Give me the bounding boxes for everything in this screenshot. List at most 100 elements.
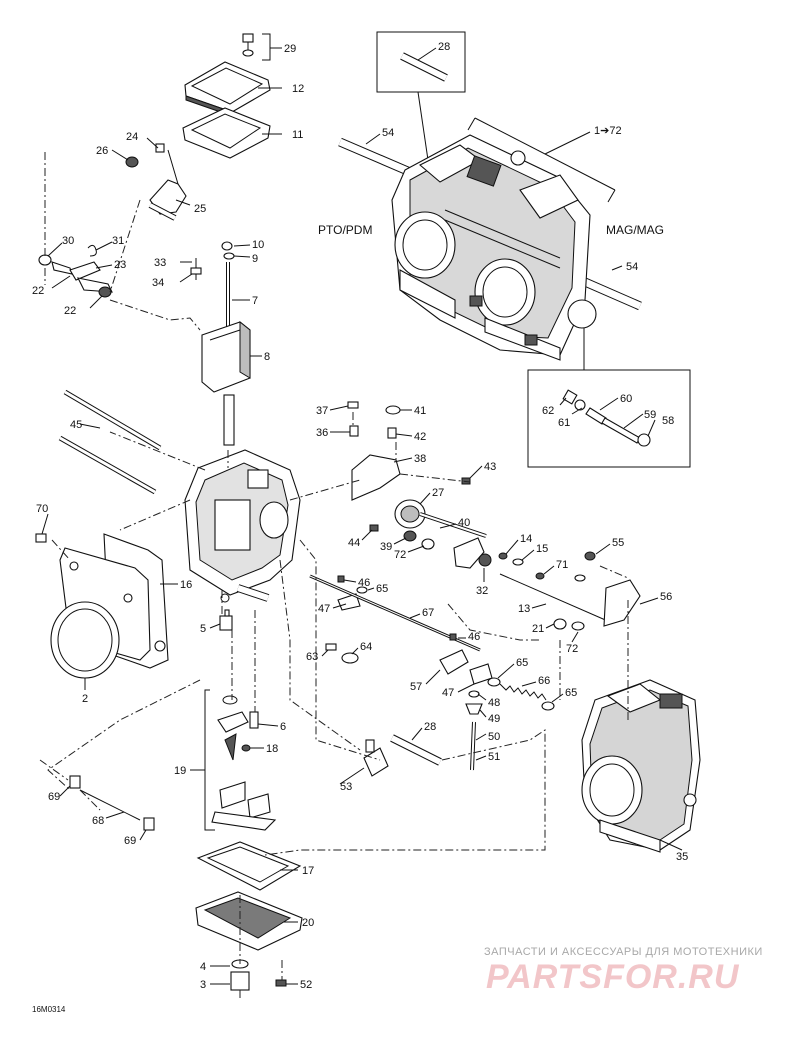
- callout-17: 17: [302, 865, 314, 877]
- leader-lines: [41, 47, 683, 985]
- callout-48: 48: [488, 697, 500, 709]
- callout-53: 53: [340, 781, 352, 793]
- callout-51: 51: [488, 751, 500, 763]
- linkage-group: [38, 244, 113, 298]
- callout-65-a: 65: [376, 583, 388, 595]
- callout-numbers: 29 12 11 28 54 1➔72 24 26 25 30 31 23 22…: [32, 41, 688, 991]
- callout-32: 32: [476, 585, 488, 597]
- callout-38: 38: [414, 453, 426, 465]
- callout-16: 16: [180, 579, 192, 591]
- callout-54-right: 54: [626, 261, 638, 273]
- callout-71: 71: [556, 559, 568, 571]
- callout-65-c: 65: [565, 687, 577, 699]
- callout-47-b: 47: [442, 687, 454, 699]
- callout-70: 70: [36, 503, 48, 515]
- callout-15: 15: [536, 543, 548, 555]
- callout-21: 21: [532, 623, 544, 635]
- watermark-logo: PARTSFOR.RU: [486, 958, 740, 996]
- callout-66: 66: [538, 675, 550, 687]
- callout-41: 41: [414, 405, 426, 417]
- callout-6: 6: [280, 721, 286, 733]
- callout-37: 37: [316, 405, 328, 417]
- callout-33: 33: [154, 257, 166, 269]
- fittings-69-68: [69, 775, 155, 831]
- callout-44: 44: [348, 537, 360, 549]
- callout-56: 56: [660, 591, 672, 603]
- callout-20: 20: [302, 917, 314, 929]
- callout-46-a: 46: [358, 577, 370, 589]
- throttle-lever-group: [125, 143, 187, 221]
- twin-carburetor-assembly: [338, 31, 642, 370]
- callout-61: 61: [558, 417, 570, 429]
- long-bolts-45: [58, 389, 162, 495]
- callout-28-top: 28: [438, 41, 450, 53]
- float-bowl-group: [195, 841, 303, 991]
- callout-40: 40: [458, 517, 470, 529]
- callout-68: 68: [92, 815, 104, 827]
- callout-43: 43: [484, 461, 496, 473]
- callout-31: 31: [112, 235, 124, 247]
- callout-72-a: 72: [394, 549, 406, 561]
- callout-22-b: 22: [64, 305, 76, 317]
- callout-26: 26: [96, 145, 108, 157]
- callout-35: 35: [676, 851, 688, 863]
- callout-34: 34: [152, 277, 164, 289]
- part-8-slide: [201, 320, 251, 446]
- callout-1-72: 1➔72: [594, 125, 622, 137]
- callout-28-bottom: 28: [424, 721, 436, 733]
- callout-19: 19: [174, 765, 186, 777]
- callout-52: 52: [300, 979, 312, 991]
- callout-57: 57: [410, 681, 422, 693]
- mixture-screw-inset: [527, 369, 691, 468]
- callout-24: 24: [126, 131, 138, 143]
- needle-group: [190, 241, 235, 330]
- callout-7: 7: [252, 295, 258, 307]
- callout-13: 13: [518, 603, 530, 615]
- callout-11: 11: [292, 129, 303, 141]
- part-28-pin: [400, 52, 448, 82]
- watermark-tagline: ЗАПЧАСТИ И АКСЕССУАРЫ ДЛЯ МОТОТЕХНИКИ: [484, 946, 763, 958]
- callout-8: 8: [264, 351, 270, 363]
- callout-63: 63: [306, 651, 318, 663]
- callout-67: 67: [422, 607, 434, 619]
- air-inlet-group: [35, 533, 169, 679]
- callout-45: 45: [70, 419, 82, 431]
- part-11-gasket: [182, 107, 271, 159]
- callout-50: 50: [488, 731, 500, 743]
- callout-54-top: 54: [382, 127, 394, 139]
- callout-59: 59: [644, 409, 656, 421]
- callout-2: 2: [82, 693, 88, 705]
- main-carburetor-body: [184, 449, 301, 602]
- label-pto-pdm: PTO/PDM: [318, 223, 372, 237]
- callout-23: 23: [114, 259, 126, 271]
- callout-9: 9: [252, 253, 258, 265]
- callout-36: 36: [316, 427, 328, 439]
- callout-65-b: 65: [516, 657, 528, 669]
- callout-30: 30: [62, 235, 74, 247]
- callout-69-b: 69: [124, 835, 136, 847]
- callout-4: 4: [200, 961, 206, 973]
- part-35-carburetor: [581, 679, 701, 853]
- part-12-cover: [184, 61, 271, 117]
- callout-10: 10: [252, 239, 264, 251]
- label-mag-mag: MAG/MAG: [606, 223, 664, 237]
- callout-55: 55: [612, 537, 624, 549]
- assembly-centerlines: [39, 152, 629, 1000]
- callout-22-a: 22: [32, 285, 44, 297]
- callout-29: 29: [284, 43, 296, 55]
- callout-69-a: 69: [48, 791, 60, 803]
- callout-18: 18: [266, 743, 278, 755]
- callout-39: 39: [380, 541, 392, 553]
- callout-72-b: 72: [566, 643, 578, 655]
- callout-58: 58: [662, 415, 674, 427]
- diagram-code: 16M0314: [32, 1005, 66, 1014]
- callout-42: 42: [414, 431, 426, 443]
- callout-3: 3: [200, 979, 206, 991]
- callout-25: 25: [194, 203, 206, 215]
- jets-and-float-group: [204, 593, 277, 831]
- callout-46-b: 46: [468, 631, 480, 643]
- throttle-mechanism: [309, 401, 641, 777]
- callout-49: 49: [488, 713, 500, 725]
- callout-64: 64: [360, 641, 372, 653]
